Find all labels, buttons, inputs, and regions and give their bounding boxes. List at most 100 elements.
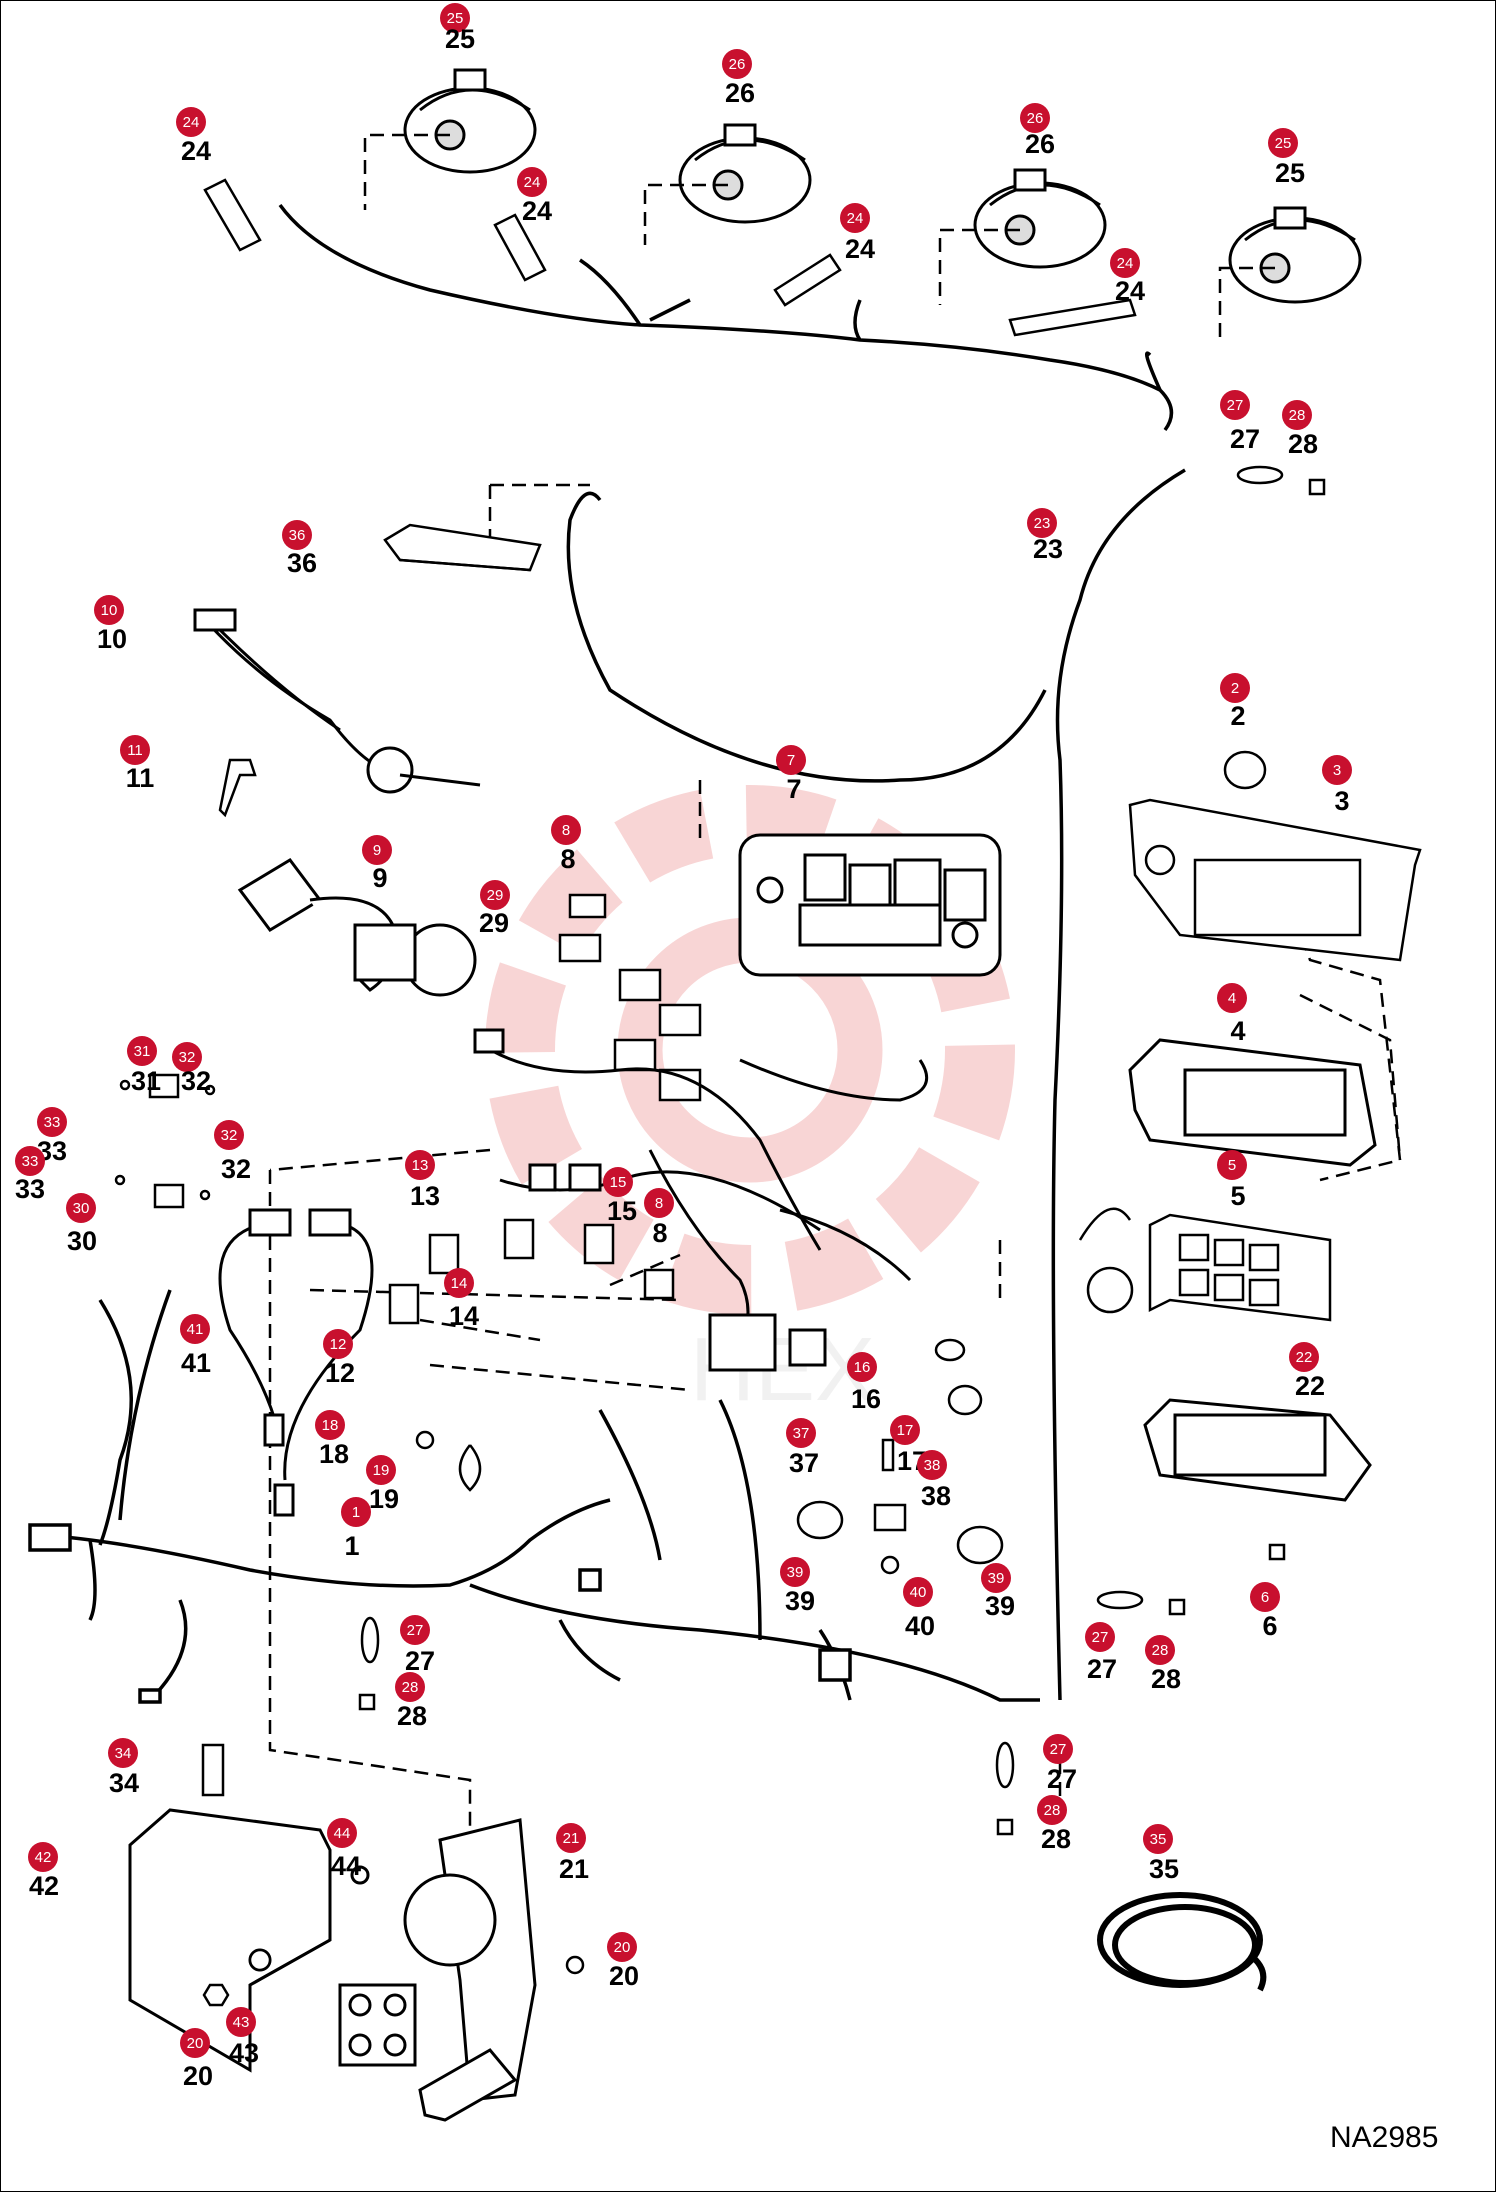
callout-badge-number: 8 [655,1195,663,1212]
callout-part-number: 20 [609,1961,639,1991]
callout-part-number: 13 [410,1181,440,1211]
instrument-cluster [738,833,1002,977]
callout-badge-number: 10 [101,602,118,619]
callout-badge-circle [66,1193,96,1223]
callout-badge-circle [1268,128,1298,158]
callout-part-number: 11 [126,763,155,793]
callout-part-number: 3 [1334,786,1349,816]
callout-badge-number: 13 [412,1157,429,1174]
callout-badge-circle [603,1167,633,1197]
callout-badge-circle [315,1410,345,1440]
callout-badge-number: 7 [787,752,795,769]
pedal-shield [128,1808,370,2073]
callout-part-30: 30 30 [66,1193,97,1256]
cable-ties-and-nuts [358,465,1326,1836]
callout-badge-number: 41 [187,1321,204,1338]
callout-badge-number: 16 [854,1359,871,1376]
callout-part-number: 28 [1151,1664,1181,1694]
callout-badge-circle [903,1577,933,1607]
callout-badge-number: 33 [22,1153,39,1170]
callout-badge-circle [981,1563,1011,1593]
callout-badge-circle [722,49,752,79]
callout-part-8: 88 [551,815,581,874]
callout-part-4: 44 [1217,983,1247,1046]
callout-badge-number: 12 [330,1336,347,1353]
callout-part-number: 44 [331,1851,361,1881]
callout-part-number: 26 [725,78,755,108]
callout-badge-circle [1289,1342,1319,1372]
callout-badge-circle [323,1329,353,1359]
callout-badge-circle [366,1455,396,1485]
callout-part-number: 19 [369,1484,399,1514]
callout-badge-number: 30 [73,1200,90,1217]
callout-badge-circle [1217,1150,1247,1180]
callout-badge-circle [440,3,470,33]
callout-part-number: 18 [319,1439,349,1469]
callout-badge-number: 9 [373,842,381,859]
callout-badge-circle [37,1107,67,1137]
callout-badge-circle [282,520,312,550]
key-switch-harness [193,608,481,794]
callout-part-number: 25 [445,24,475,54]
callout-part-9: 99 [362,835,392,893]
callout-part-number: 35 [1149,1854,1179,1884]
callout-badge-number: 39 [988,1570,1005,1587]
relay-cover [1143,1398,1372,1502]
callout-badge-number: 38 [924,1457,941,1474]
callout-part-number: 32 [221,1154,251,1184]
small-hardware [796,1338,1004,1575]
callout-badge-number: 19 [373,1462,390,1479]
callout-badge-number: 4 [1228,990,1236,1007]
callout-part-number: 8 [560,844,575,874]
callout-badge-circle [15,1146,45,1176]
work-light-4 [1228,206,1362,304]
mounting-plate [383,523,542,572]
callout-badge-circle [400,1615,430,1645]
callout-badge-number: 18 [322,1417,339,1434]
callout-badge-number: 27 [1227,397,1244,414]
callout-badge-number: 8 [562,822,570,839]
callout-part-number: 42 [29,1871,59,1901]
callout-badge-circle [1043,1734,1073,1764]
callout-badge-circle [1217,983,1247,1013]
callout-badge-circle [644,1188,674,1218]
callout-badge-number: 24 [524,174,541,191]
callout-part-number: 33 [15,1174,45,1204]
callout-badge-number: 36 [289,527,306,544]
callout-part-2: 22 [1220,673,1250,731]
callout-part-8: 88 [644,1188,674,1248]
callout-badge-number: 28 [1044,1802,1061,1819]
callout-badge-number: 35 [1150,1831,1167,1848]
callout-badge-circle [917,1450,947,1480]
callout-part-number: 30 [67,1226,97,1256]
callout-part-5: 55 [1217,1150,1247,1211]
callout-badge-number: 28 [402,1679,419,1696]
callout-badge-circle [780,1557,810,1587]
callout-badge-circle [607,1932,637,1962]
callout-part-7: 77 [776,745,806,804]
callout-badge-circle [176,107,206,137]
callout-badge-number: 40 [910,1584,927,1601]
callout-badge-circle [776,745,806,775]
foam-strips [203,178,1137,337]
callout-badge-number: 24 [847,210,864,227]
main-floor-harness [28,1289,1040,1704]
joystick-handle [237,858,477,997]
